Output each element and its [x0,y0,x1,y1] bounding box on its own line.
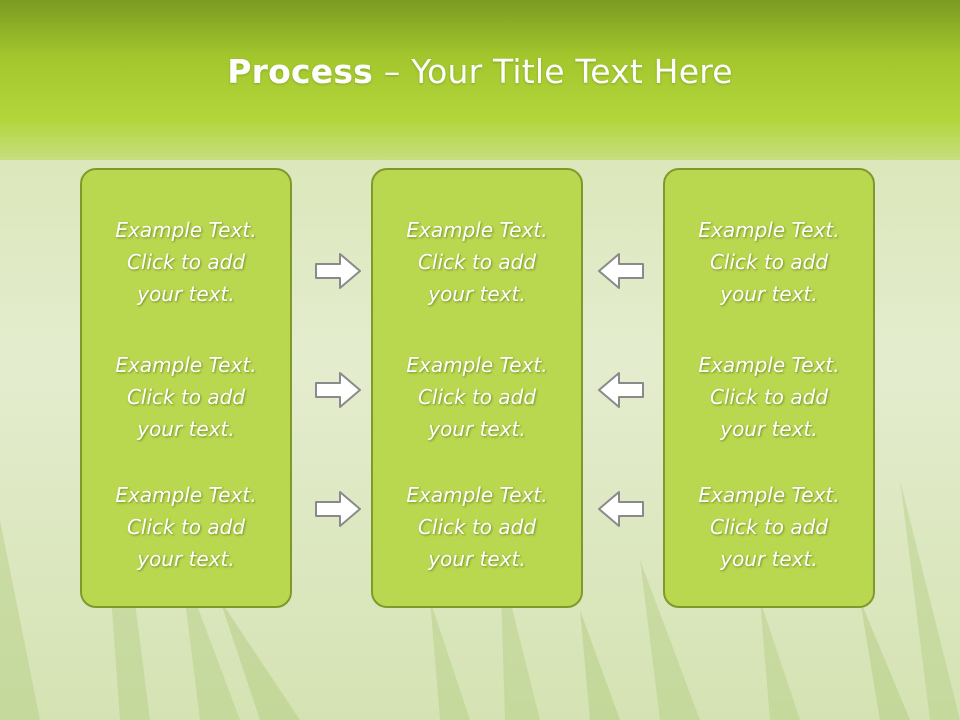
text-line: Example Text. [406,353,548,377]
text-block[interactable]: Example Text. Click to add your text. [665,349,873,445]
text-line: your text. [137,547,235,571]
process-box-center[interactable]: Example Text. Click to add your text. Ex… [371,168,583,608]
arrow-right-icon[interactable] [314,251,362,291]
text-line: your text. [720,417,818,441]
arrow-left-icon[interactable] [597,251,645,291]
text-line: Example Text. [406,218,548,242]
text-line: Click to add [417,250,537,274]
arrow-right-icon[interactable] [314,370,362,410]
text-line: Click to add [709,385,829,409]
text-line: Example Text. [115,353,257,377]
arrow-right-icon[interactable] [314,489,362,529]
text-line: Click to add [417,515,537,539]
text-line: your text. [720,282,818,306]
text-line: Example Text. [115,483,257,507]
text-line: Click to add [126,515,246,539]
text-line: Click to add [709,250,829,274]
text-line: your text. [137,417,235,441]
arrow-left-icon[interactable] [597,489,645,529]
text-block[interactable]: Example Text. Click to add your text. [82,214,290,310]
text-line: Click to add [126,250,246,274]
text-block[interactable]: Example Text. Click to add your text. [373,349,581,445]
process-box-left[interactable]: Example Text. Click to add your text. Ex… [80,168,292,608]
text-line: Example Text. [698,218,840,242]
slide-title[interactable]: Process – Your Title Text Here [0,52,960,91]
text-line: Example Text. [115,218,257,242]
text-block[interactable]: Example Text. Click to add your text. [665,479,873,575]
text-block[interactable]: Example Text. Click to add your text. [373,214,581,310]
text-line: your text. [428,547,526,571]
text-line: Click to add [126,385,246,409]
text-block[interactable]: Example Text. Click to add your text. [82,479,290,575]
title-rest: – Your Title Text Here [373,52,733,91]
process-box-right[interactable]: Example Text. Click to add your text. Ex… [663,168,875,608]
text-line: your text. [720,547,818,571]
text-line: your text. [137,282,235,306]
arrow-left-icon[interactable] [597,370,645,410]
text-line: your text. [428,282,526,306]
text-line: Example Text. [698,353,840,377]
text-block[interactable]: Example Text. Click to add your text. [665,214,873,310]
text-line: Click to add [709,515,829,539]
text-line: Example Text. [406,483,548,507]
text-line: your text. [428,417,526,441]
text-line: Example Text. [698,483,840,507]
text-line: Click to add [417,385,537,409]
title-bold: Process [227,52,374,91]
text-block[interactable]: Example Text. Click to add your text. [82,349,290,445]
text-block[interactable]: Example Text. Click to add your text. [373,479,581,575]
